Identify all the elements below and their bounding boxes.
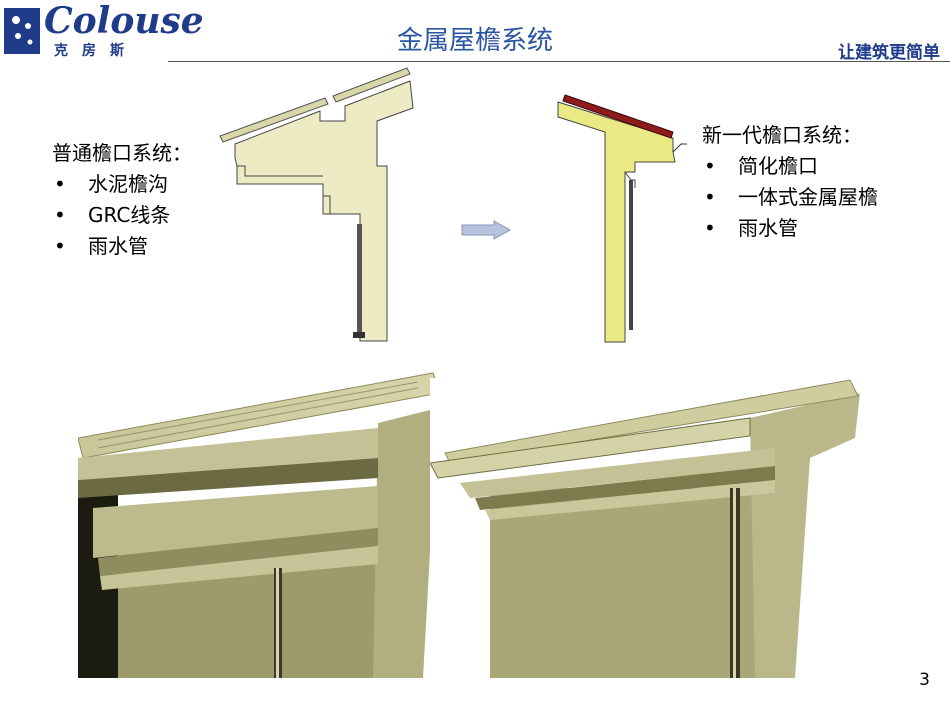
list-item: 一体式金属屋檐 bbox=[702, 182, 878, 213]
header-divider bbox=[168, 61, 950, 62]
company-logo: Colouse 克房斯 bbox=[2, 0, 204, 60]
list-heading: 普通檐口系统： bbox=[52, 141, 192, 165]
logo-mark-icon bbox=[4, 8, 40, 54]
list-heading: 新一代檐口系统： bbox=[702, 123, 862, 147]
arrow-right-icon bbox=[461, 220, 512, 240]
list-item: GRC线条 bbox=[52, 200, 192, 231]
logo-brand: Colouse bbox=[44, 0, 204, 42]
list-item: 雨水管 bbox=[52, 231, 192, 262]
traditional-system-list: 普通檐口系统： 水泥檐沟 GRC线条 雨水管 bbox=[52, 138, 192, 262]
new-eave-render bbox=[430, 378, 865, 678]
page-number: 3 bbox=[919, 670, 930, 690]
logo-subtitle: 克房斯 bbox=[54, 43, 138, 59]
slogan: 让建筑更简单 bbox=[838, 43, 940, 63]
list-item: 雨水管 bbox=[702, 213, 878, 244]
list-item: 简化檐口 bbox=[702, 151, 878, 182]
new-eave-section-diagram bbox=[557, 94, 687, 343]
new-system-list: 新一代檐口系统： 简化檐口 一体式金属屋檐 雨水管 bbox=[702, 120, 878, 244]
list-item: 水泥檐沟 bbox=[52, 169, 192, 200]
page-title: 金属屋檐系统 bbox=[396, 26, 553, 56]
traditional-eave-section-diagram bbox=[219, 67, 414, 342]
traditional-eave-render bbox=[78, 368, 440, 678]
